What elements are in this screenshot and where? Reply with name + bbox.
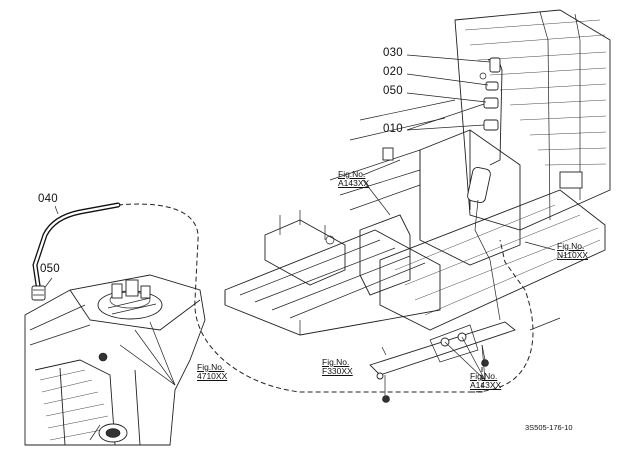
fig-ref-f330-line2: F330XX: [322, 365, 353, 376]
fig-ref-4710-line2: 4710XX: [197, 370, 228, 381]
fuel-tank: [24, 274, 206, 446]
fig-ref-n110[interactable]: Fig.No. N110XX: [557, 242, 588, 259]
fig-ref-a143-upper-line1: Fig.No.: [338, 169, 366, 179]
part-label-050-upper: 050: [383, 85, 403, 97]
fig-ref-n110-line1: Fig.No.: [557, 241, 585, 251]
fig-ref-a143-upper-line2: A143XX: [338, 177, 370, 188]
part-label-040: 040: [38, 193, 58, 205]
part-label-020: 020: [383, 66, 403, 78]
fig-ref-a143-upper[interactable]: Fig.No. A143XX: [338, 170, 369, 187]
fuel-filter-assembly: [467, 57, 503, 321]
part-label-050-lower: 050: [40, 263, 60, 275]
hose-040: [31, 202, 121, 301]
fuel-hose-branch: [470, 365, 483, 393]
fig-ref-4710[interactable]: Fig.No. 4710XX: [197, 363, 227, 380]
leader-lines: [39, 54, 556, 386]
fig-ref-4710-line1: Fig.No.: [197, 362, 225, 372]
vehicle-frame: [224, 9, 611, 403]
part-label-030: 030: [383, 47, 403, 59]
fuel-hose-route: [117, 203, 534, 393]
fig-ref-a143-lower-line1: Fig.No.: [470, 371, 498, 381]
fig-ref-a143-lower[interactable]: Fig.No. A143XX: [470, 372, 501, 389]
fig-ref-f330[interactable]: Fig.No. F330XX: [322, 358, 353, 375]
part-label-010: 010: [383, 123, 403, 135]
fig-ref-a143-lower-line2: A143XX: [470, 379, 502, 390]
fig-ref-n110-line2: N110XX: [557, 249, 589, 260]
drawing-code: 3S505-176-10: [525, 423, 573, 432]
fig-ref-f330-line1: Fig.No.: [322, 357, 350, 367]
